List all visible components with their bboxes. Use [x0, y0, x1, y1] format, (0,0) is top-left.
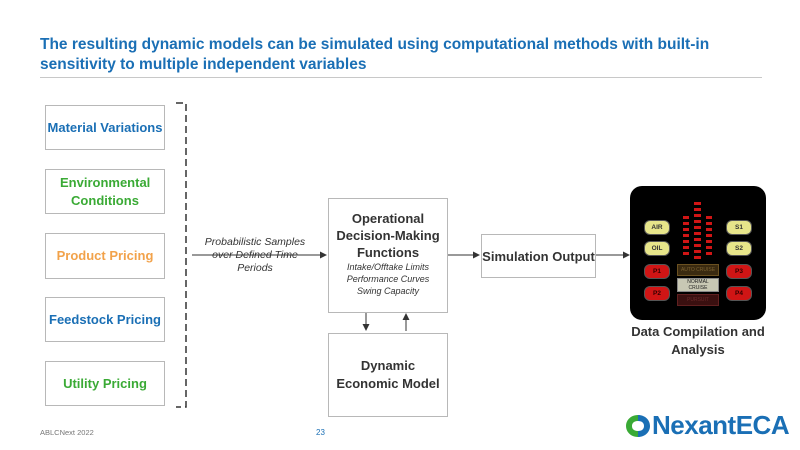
input-box-product-pricing: Product Pricing	[45, 233, 165, 279]
panel-right-button: S2	[726, 241, 752, 256]
panel-label-pursuit: PURSUIT	[677, 294, 719, 306]
input-box-environmental-conditions: Environmental Conditions	[45, 169, 165, 214]
footer-event: ABLCNext 2022	[40, 428, 94, 437]
panel-right-button: S1	[726, 220, 752, 235]
slide-title: The resulting dynamic models can be simu…	[40, 36, 710, 73]
panel-voice-bars	[683, 202, 712, 259]
title-divider	[40, 77, 762, 78]
operational-subline: Swing Capacity	[356, 286, 420, 296]
dynamic-economic-model-box: Dynamic Economic Model	[328, 333, 448, 417]
operational-subline: Intake/Offtake Limits	[346, 262, 430, 272]
logo-mark-icon	[626, 414, 650, 437]
input-label: Product Pricing	[56, 248, 154, 263]
input-bracket	[176, 102, 187, 408]
panel-right-button: P3	[726, 264, 752, 279]
data-compilation-label: Data Compilation and Analysis	[631, 324, 765, 357]
control-panel-image: AIR OIL P1 P2 S1 S2 P3 P4 AUTO CRUISE NO…	[630, 186, 766, 320]
simulation-output-label: Simulation Output	[482, 248, 595, 264]
nexanteca-logo: NexantECA	[624, 410, 790, 441]
input-label: Material Variations	[47, 119, 163, 135]
operational-decision-box: Operational Decision-Making Functions In…	[328, 198, 448, 313]
panel-left-button: AIR	[644, 220, 670, 235]
input-label: Environmental Conditions	[60, 174, 151, 208]
input-label: Feedstock Pricing	[49, 311, 161, 327]
input-box-utility-pricing: Utility Pricing	[45, 361, 165, 406]
panel-left-button: P2	[644, 286, 670, 301]
page-number: 23	[316, 428, 325, 437]
input-box-material-variations: Material Variations	[45, 105, 165, 150]
panel-label-normal-cruise: NORMAL CRUISE	[677, 278, 719, 292]
panel-right-button: P4	[726, 286, 752, 301]
panel-left-button: OIL	[644, 241, 670, 256]
operational-heading: Operational Decision-Making Functions	[336, 211, 440, 260]
probabilistic-samples-label: Probabilistic Samples over Defined Time …	[204, 236, 306, 274]
dynamic-model-label: Dynamic Economic Model	[336, 358, 440, 391]
input-box-feedstock-pricing: Feedstock Pricing	[45, 297, 165, 342]
operational-subline: Performance Curves	[346, 274, 430, 284]
input-label: Utility Pricing	[63, 375, 147, 391]
panel-label-auto-cruise: AUTO CRUISE	[677, 264, 719, 276]
simulation-output-box: Simulation Output	[481, 234, 596, 278]
logo-text: NexantECA	[652, 410, 790, 440]
panel-left-button: P1	[644, 264, 670, 279]
